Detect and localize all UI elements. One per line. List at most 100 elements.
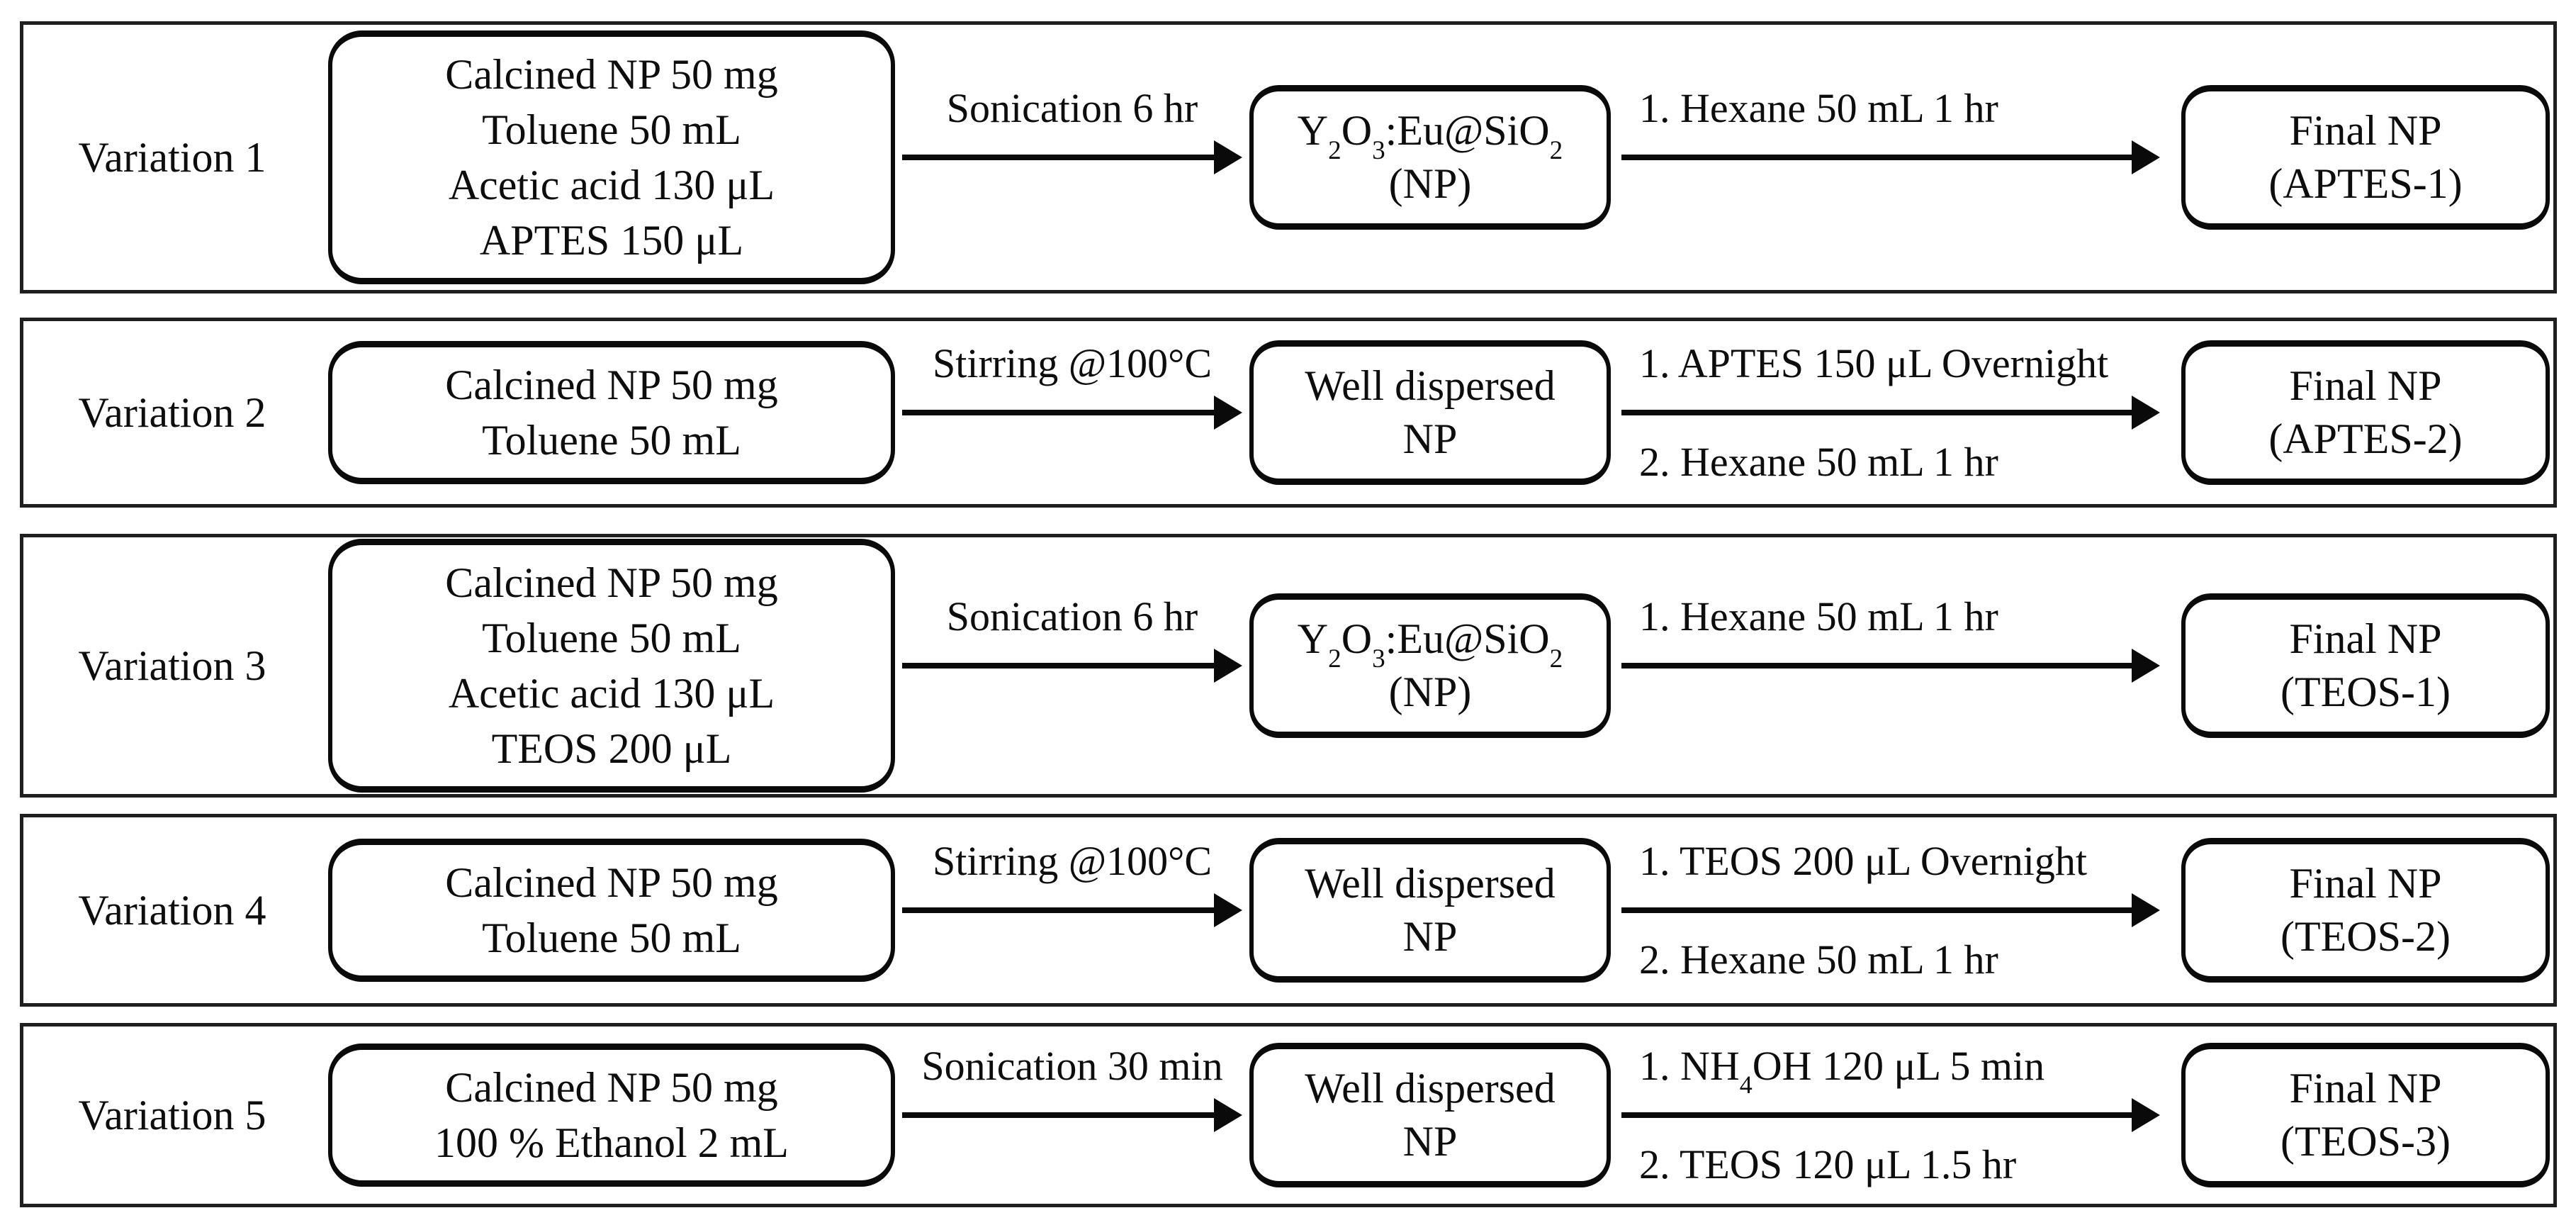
intermediate-box: Y2O3:Eu@SiO2 (NP) xyxy=(1249,85,1611,230)
intermediate-box: Well dispersed NP xyxy=(1249,838,1611,983)
arrow-shaft xyxy=(902,907,1214,913)
arrow-shaft xyxy=(902,410,1214,415)
arrow-head xyxy=(2132,396,2160,430)
input-box: Calcined NP 50 mg Toluene 50 mL xyxy=(328,839,895,982)
intermediate-box: Well dispersed NP xyxy=(1249,1043,1611,1187)
arrow-head xyxy=(1214,396,1242,430)
arrow-right xyxy=(1621,649,2160,683)
box-line: Calcined NP 50 mg xyxy=(445,362,778,408)
process-step-1: Sonication 6 hr xyxy=(895,25,1249,290)
step-label: 1. Hexane 50 mL 1 hr xyxy=(1639,593,1998,639)
step-label: 1. TEOS 200 μL Overnight xyxy=(1639,838,2087,884)
box-line: Calcined NP 50 mg xyxy=(445,1064,778,1111)
arrow-head xyxy=(2132,140,2160,174)
box-line: Y2O3:Eu@SiO2 xyxy=(1297,615,1563,673)
variation-5-row: Variation 5 Calcined NP 50 mg 100 % Etha… xyxy=(23,1027,2553,1204)
step-label: Stirring @100°C xyxy=(932,340,1213,386)
step-label: 1. Hexane 50 mL 1 hr xyxy=(1639,85,1998,131)
arrow-shaft xyxy=(1621,663,2132,669)
arrow-shaft xyxy=(902,663,1214,669)
variation-1-row: Variation 1 Calcined NP 50 mg Toluene 50… xyxy=(23,25,2553,290)
final-box: Final NP (TEOS-3) xyxy=(2181,1043,2550,1187)
box-line: (NP) xyxy=(1388,669,1472,715)
box-line: APTES 150 μL xyxy=(479,217,744,264)
arrow-head xyxy=(2132,1098,2160,1132)
input-box: Calcined NP 50 mg Toluene 50 mL xyxy=(328,341,895,484)
step-label: 1. APTES 150 μL Overnight xyxy=(1639,340,2109,386)
intermediate-box: Y2O3:Eu@SiO2 (NP) xyxy=(1249,593,1611,738)
step-label: Sonication 6 hr xyxy=(946,85,1198,131)
arrow-head xyxy=(1214,893,1242,927)
final-box: Final NP (APTES-2) xyxy=(2181,340,2550,485)
box-line: Toluene 50 mL xyxy=(482,106,741,153)
arrow-shaft xyxy=(902,155,1214,160)
box-line: Well dispersed xyxy=(1305,362,1556,409)
step-label: 1. NH4OH 120 μL 5 min xyxy=(1639,1043,2045,1100)
arrow-shaft xyxy=(902,1112,1214,1118)
process-step-2: 1. Hexane 50 mL 1 hr xyxy=(1611,537,2171,794)
final-box: Final NP (TEOS-2) xyxy=(2181,838,2550,983)
process-step-1: Stirring @100°C xyxy=(895,321,1249,504)
arrow-right xyxy=(902,396,1242,430)
variation-4-panel: Variation 4 Calcined NP 50 mg Toluene 50… xyxy=(20,814,2557,1007)
step-label: Sonication 6 hr xyxy=(946,593,1198,639)
arrow-right xyxy=(902,649,1242,683)
step-label: Stirring @100°C xyxy=(932,838,1213,884)
input-box: Calcined NP 50 mg 100 % Ethanol 2 mL xyxy=(328,1044,895,1187)
final-box: Final NP (TEOS-1) xyxy=(2181,593,2550,738)
box-line: Final NP xyxy=(2289,362,2442,409)
intermediate-box: Well dispersed NP xyxy=(1249,340,1611,485)
box-line: Final NP xyxy=(2289,1065,2442,1112)
arrow-head xyxy=(1214,1098,1242,1132)
box-line: (APTES-2) xyxy=(2268,415,2463,462)
arrow-right xyxy=(1621,140,2160,174)
box-line: Final NP xyxy=(2289,107,2442,154)
step-label-below: 2. Hexane 50 mL 1 hr xyxy=(1639,439,1998,485)
box-line: Y2O3:Eu@SiO2 xyxy=(1297,107,1563,165)
box-line: NP xyxy=(1402,415,1458,462)
variation-label: Variation 4 xyxy=(78,886,266,934)
process-step-1: Stirring @100°C xyxy=(895,817,1249,1003)
box-line: Acetic acid 130 μL xyxy=(448,670,775,717)
variation-label: Variation 3 xyxy=(78,642,266,689)
box-line: Calcined NP 50 mg xyxy=(445,559,778,606)
box-line: (NP) xyxy=(1388,160,1472,207)
box-line: NP xyxy=(1402,913,1458,960)
arrow-right xyxy=(902,893,1242,927)
process-step-2: 1. TEOS 200 μL Overnight 2. Hexane 50 mL… xyxy=(1611,817,2171,1003)
box-line: Toluene 50 mL xyxy=(482,417,741,464)
arrow-right xyxy=(1621,396,2160,430)
variation-2-panel: Variation 2 Calcined NP 50 mg Toluene 50… xyxy=(20,318,2557,508)
box-line: Final NP xyxy=(2289,615,2442,662)
arrow-shaft xyxy=(1621,155,2132,160)
input-box: Calcined NP 50 mg Toluene 50 mL Acetic a… xyxy=(328,30,895,284)
arrow-shaft xyxy=(1621,1112,2132,1118)
variation-5-panel: Variation 5 Calcined NP 50 mg 100 % Etha… xyxy=(20,1023,2557,1207)
final-box: Final NP (APTES-1) xyxy=(2181,85,2550,230)
arrow-head xyxy=(1214,649,1242,683)
arrow-right xyxy=(1621,1098,2160,1132)
box-line: (TEOS-3) xyxy=(2280,1118,2451,1165)
arrow-right xyxy=(902,140,1242,174)
variation-label: Variation 5 xyxy=(78,1091,266,1139)
box-line: Toluene 50 mL xyxy=(482,914,741,961)
process-step-2: 1. NH4OH 120 μL 5 min 2. TEOS 120 μL 1.5… xyxy=(1611,1027,2171,1204)
box-line: TEOS 200 μL xyxy=(491,725,732,772)
box-line: Acetic acid 130 μL xyxy=(448,162,775,208)
step-label-below: 2. Hexane 50 mL 1 hr xyxy=(1639,936,1998,983)
variation-label: Variation 1 xyxy=(78,133,266,181)
box-line: 100 % Ethanol 2 mL xyxy=(434,1119,789,1166)
box-line: Calcined NP 50 mg xyxy=(445,51,778,98)
arrow-head xyxy=(2132,893,2160,927)
variation-3-row: Variation 3 Calcined NP 50 mg Toluene 50… xyxy=(23,537,2553,794)
arrow-shaft xyxy=(1621,410,2132,415)
box-line: Final NP xyxy=(2289,860,2442,907)
arrow-right xyxy=(902,1098,1242,1132)
box-line: (APTES-1) xyxy=(2268,160,2463,207)
process-step-2: 1. Hexane 50 mL 1 hr xyxy=(1611,25,2171,290)
box-line: Toluene 50 mL xyxy=(482,615,741,661)
box-line: (TEOS-1) xyxy=(2280,669,2451,715)
arrow-shaft xyxy=(1621,907,2132,913)
box-line: Calcined NP 50 mg xyxy=(445,859,778,906)
